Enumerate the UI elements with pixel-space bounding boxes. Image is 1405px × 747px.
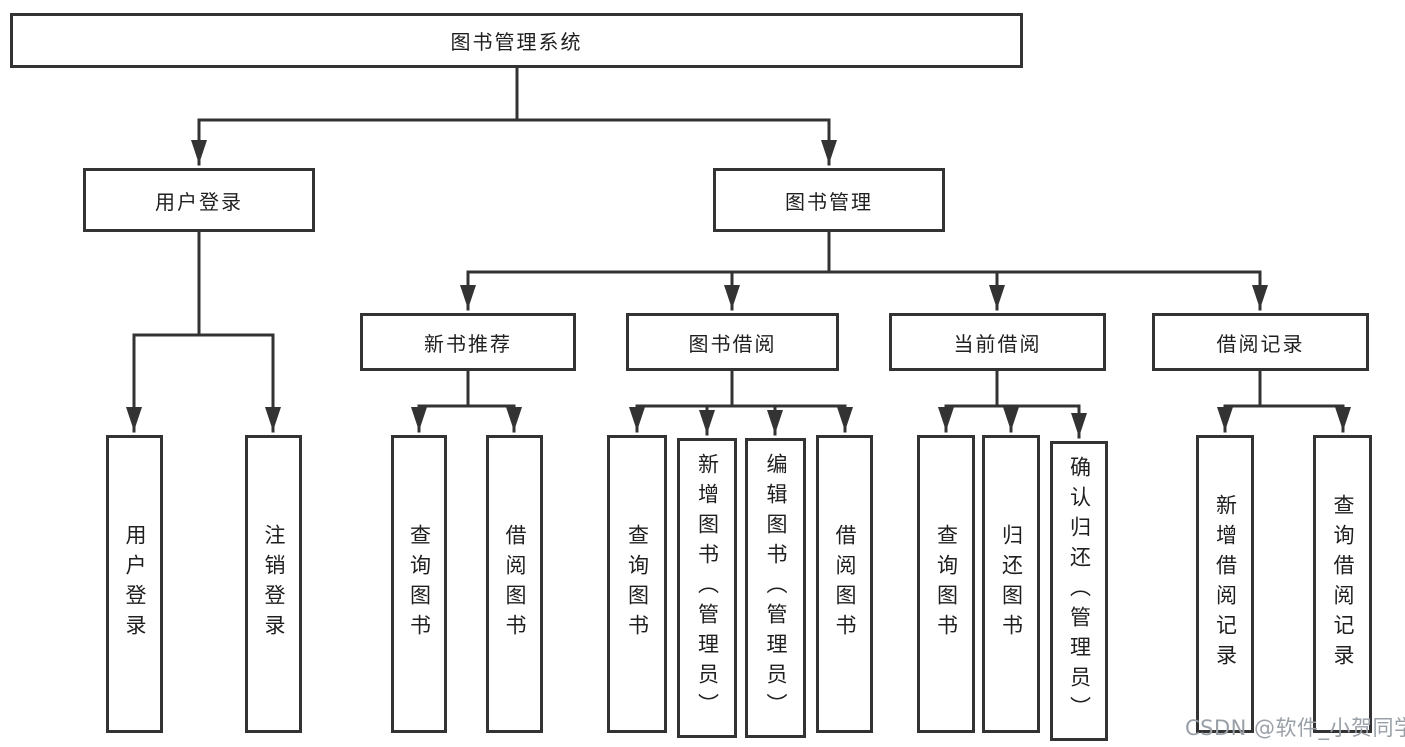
connector-book-management-to-level3 — [460, 230, 1268, 311]
leaf-user-login-label: 用户登录 — [123, 524, 147, 644]
leaf-add-borrow-record-label: 新增借阅记录 — [1213, 494, 1238, 674]
leaf-query-books-borrowing: 查询图书 — [607, 435, 667, 733]
leaf-borrow-books-recommend-label: 借阅图书 — [503, 524, 527, 644]
leaf-confirm-return-admin: 确认归还（管理员） — [1050, 441, 1108, 741]
node-book-management: 图书管理 — [713, 168, 945, 232]
node-borrowing-records: 借阅记录 — [1152, 313, 1369, 371]
leaf-logout-login: 注销登录 — [245, 435, 302, 733]
node-book-borrowing: 图书借阅 — [626, 313, 839, 371]
node-new-book-recommend: 新书推荐 — [360, 313, 576, 371]
node-borrowing-records-label: 借阅记录 — [1216, 331, 1305, 356]
leaf-user-login: 用户登录 — [106, 435, 163, 733]
connector-new-book-recommend-to-leaves — [411, 369, 522, 433]
leaf-query-books-current-label: 查询图书 — [934, 524, 959, 644]
leaf-query-books-recommend: 查询图书 — [391, 435, 447, 733]
leaf-return-books-label: 归还图书 — [999, 524, 1024, 644]
node-book-management-label: 图书管理 — [785, 189, 873, 214]
node-new-book-recommend-label: 新书推荐 — [424, 331, 512, 356]
leaf-query-borrow-record-label: 查询借阅记录 — [1331, 494, 1355, 674]
node-current-borrowing-label: 当前借阅 — [953, 331, 1042, 356]
node-current-borrowing: 当前借阅 — [889, 313, 1106, 371]
leaf-edit-books-admin-label: 编辑图书（管理员） — [764, 453, 788, 723]
connector-borrowing-records-to-leaves — [1217, 369, 1351, 433]
connector-current-borrowing-to-leaves — [938, 369, 1087, 439]
leaf-confirm-return-admin-label: 确认归还（管理员） — [1067, 456, 1092, 726]
leaf-add-books-admin-label: 新增图书（管理员） — [695, 453, 720, 723]
leaf-edit-books-admin: 编辑图书（管理员） — [745, 438, 806, 738]
watermark: CSDN @软件_小贺同学 — [1185, 716, 1405, 740]
leaf-add-books-admin: 新增图书（管理员） — [677, 438, 737, 738]
leaf-query-borrow-record: 查询借阅记录 — [1313, 435, 1372, 733]
node-library-management-system: 图书管理系统 — [10, 13, 1023, 68]
node-user-login-label: 用户登录 — [155, 189, 243, 214]
connector-book-borrowing-to-leaves — [629, 369, 853, 436]
connector-user-login-to-leaves — [126, 230, 281, 433]
node-library-management-system-label: 图书管理系统 — [450, 30, 583, 54]
leaf-query-books-current: 查询图书 — [917, 435, 975, 733]
leaf-borrow-books-borrowing-label: 借阅图书 — [833, 524, 857, 644]
leaf-query-books-recommend-label: 查询图书 — [407, 524, 432, 644]
leaf-borrow-books-borrowing: 借阅图书 — [816, 435, 873, 733]
leaf-borrow-books-recommend: 借阅图书 — [486, 435, 543, 733]
leaf-return-books: 归还图书 — [982, 435, 1040, 733]
leaf-add-borrow-record: 新增借阅记录 — [1196, 435, 1254, 733]
node-user-login: 用户登录 — [83, 168, 315, 232]
connector-root-to-level2 — [191, 66, 837, 166]
leaf-logout-login-label: 注销登录 — [262, 524, 286, 644]
leaf-query-books-borrowing-label: 查询图书 — [625, 524, 650, 644]
node-book-borrowing-label: 图书借阅 — [688, 331, 777, 356]
